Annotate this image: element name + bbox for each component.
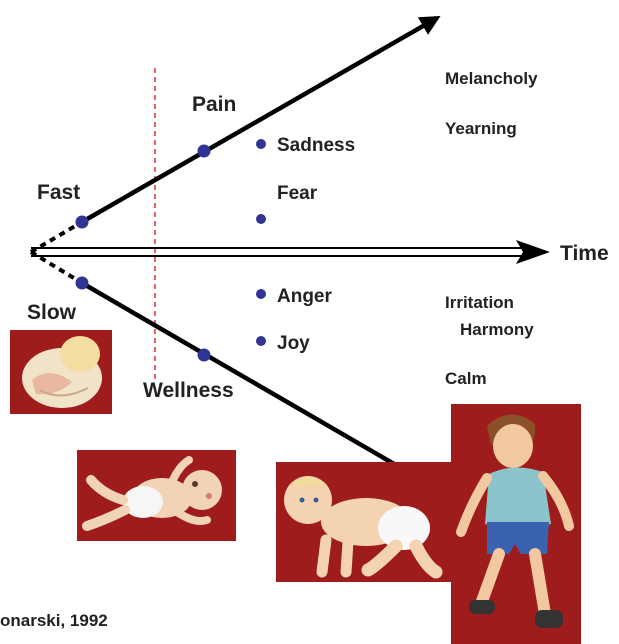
crawling-baby-image — [276, 462, 451, 582]
calm-label: Calm — [445, 369, 487, 388]
curled-newborn-image — [10, 330, 112, 414]
fear-bullet-dot — [256, 214, 266, 224]
slow-dot — [76, 277, 89, 290]
running-boy-image — [451, 404, 581, 644]
sadness-bullet-dot — [256, 139, 266, 149]
anger-bullet-dot — [256, 289, 266, 299]
fear-label: Fear — [277, 183, 318, 204]
anger-label: Anger — [277, 286, 333, 307]
fast-label: Fast — [37, 181, 80, 204]
wellness-label: Wellness — [143, 379, 234, 402]
irritation-label: Irritation — [445, 293, 514, 312]
slow-label: Slow — [27, 301, 77, 324]
time-label: Time — [560, 242, 609, 265]
wellness-dot — [198, 349, 211, 362]
melancholy-label: Melancholy — [445, 69, 538, 88]
pain-label: Pain — [192, 93, 236, 116]
time-axis-arrow — [31, 240, 550, 264]
upper-pathway-arrow — [82, 18, 437, 222]
citation-text: onarski, 1992 — [0, 611, 108, 630]
yearning-label: Yearning — [445, 119, 517, 138]
joy-label: Joy — [277, 333, 310, 354]
joy-bullet-dot — [256, 336, 266, 346]
pain-dot — [198, 145, 211, 158]
harmony-label: Harmony — [460, 320, 534, 339]
fast-dot — [76, 216, 89, 229]
lying-baby-image — [77, 450, 236, 541]
sadness-label: Sadness — [277, 135, 355, 156]
